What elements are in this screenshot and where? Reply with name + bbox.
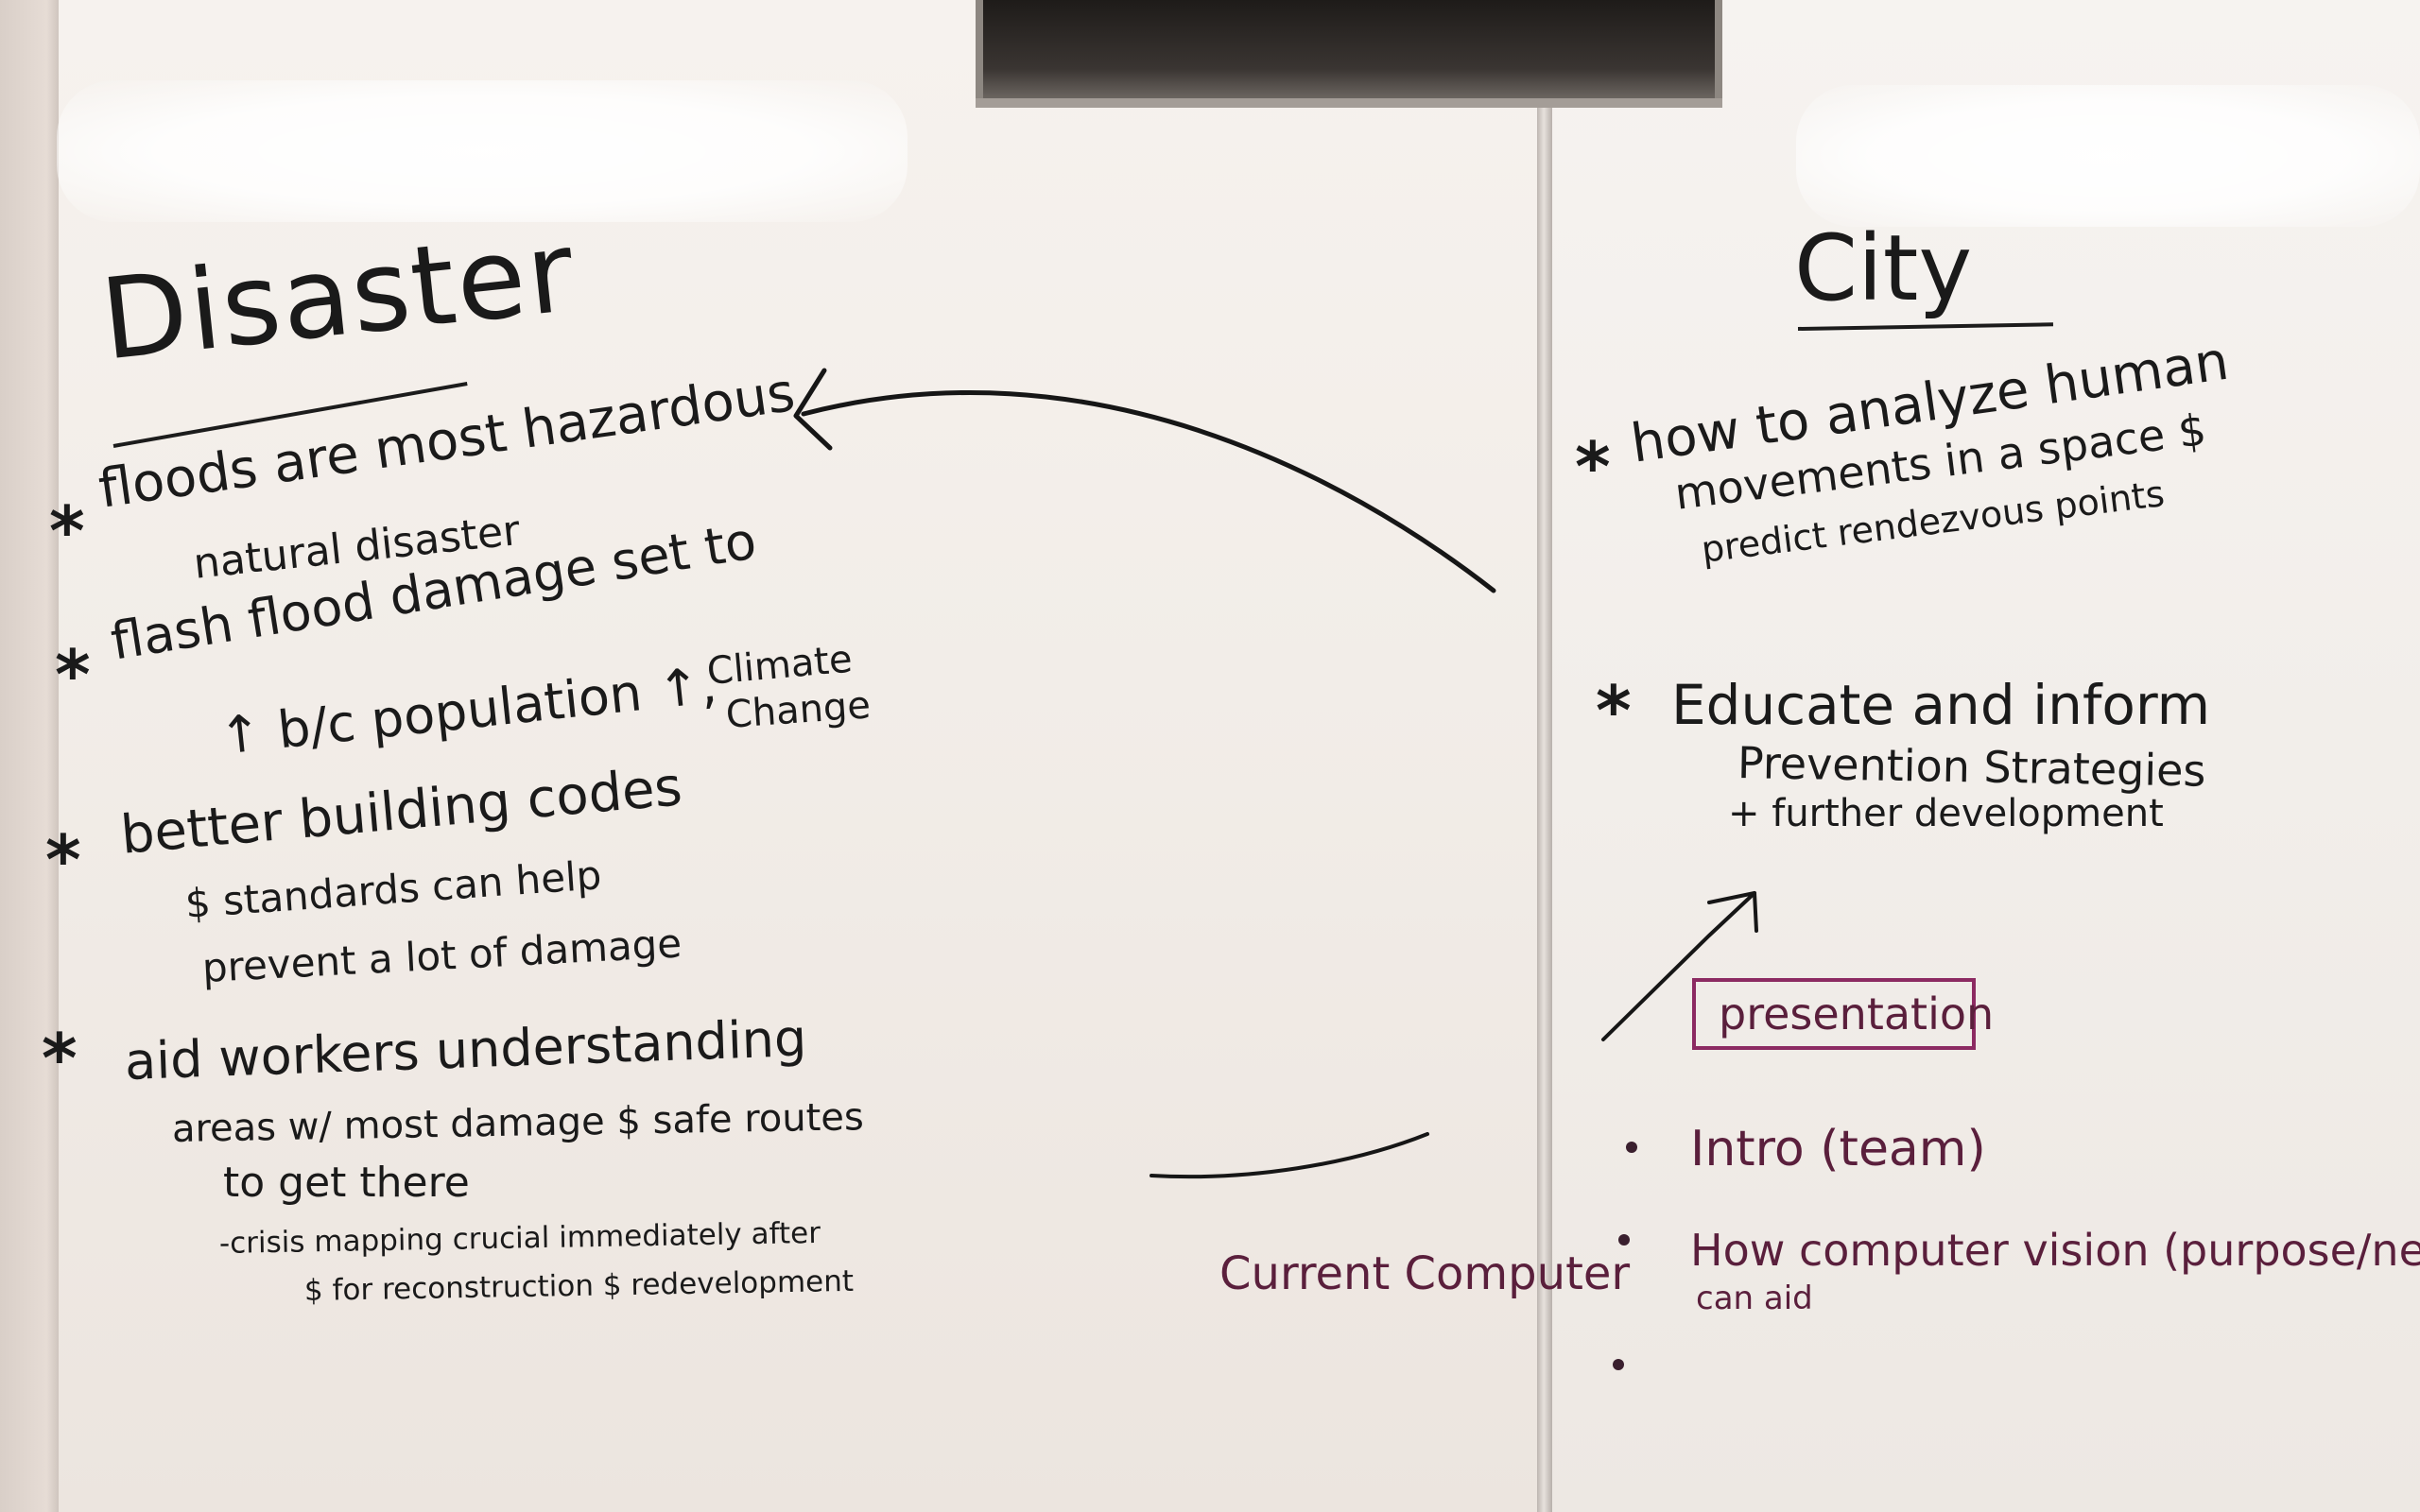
curved-arrow-head [793, 368, 833, 451]
presentation-bullet-1-dot [1626, 1142, 1637, 1153]
light-glare-right [1796, 85, 2420, 227]
presentation-bullet-2: How computer vision (purpose/needs) [1690, 1225, 2420, 1276]
lower-arc-stroke [1150, 1132, 1429, 1179]
city-item-2-marker: * [1596, 671, 1632, 750]
panel-seam [1537, 91, 1552, 1512]
disaster-item-1-marker: * [49, 491, 85, 571]
bottom-note: Current Computer [1219, 1247, 1631, 1300]
presentation-title: presentation [1719, 988, 1995, 1040]
small-arrow-head [1707, 891, 1758, 933]
ceiling-vent [976, 0, 1722, 106]
disaster-item-3-marker: * [45, 820, 81, 900]
presentation-bullet-2-sub: can aid [1696, 1280, 1813, 1317]
presentation-box [1692, 978, 1976, 1050]
city-item-2-line1: Educate and inform [1671, 673, 2211, 737]
disaster-item-2-marker: * [55, 635, 91, 714]
presentation-bullet-3-dot [1613, 1359, 1624, 1370]
presentation-bullet-1: Intro (team) [1690, 1121, 1986, 1177]
whiteboard-left-panel [59, 0, 1541, 1512]
city-title: City [1794, 215, 1973, 321]
city-item-1-marker: * [1575, 427, 1611, 507]
presentation-bullet-2-dot [1618, 1234, 1630, 1246]
curved-arrow [801, 390, 1496, 593]
city-item-2-line3: + further development [1728, 792, 2164, 835]
light-glare-left [57, 80, 908, 222]
disaster-item-4-line3: to get there [223, 1159, 470, 1207]
small-arrow [1601, 891, 1756, 1041]
wall-edge [0, 0, 59, 1512]
whiteboard-right-panel [1550, 0, 2420, 1512]
ceiling-vent-lip [976, 98, 1722, 108]
disaster-item-4-marker: * [42, 1019, 78, 1098]
